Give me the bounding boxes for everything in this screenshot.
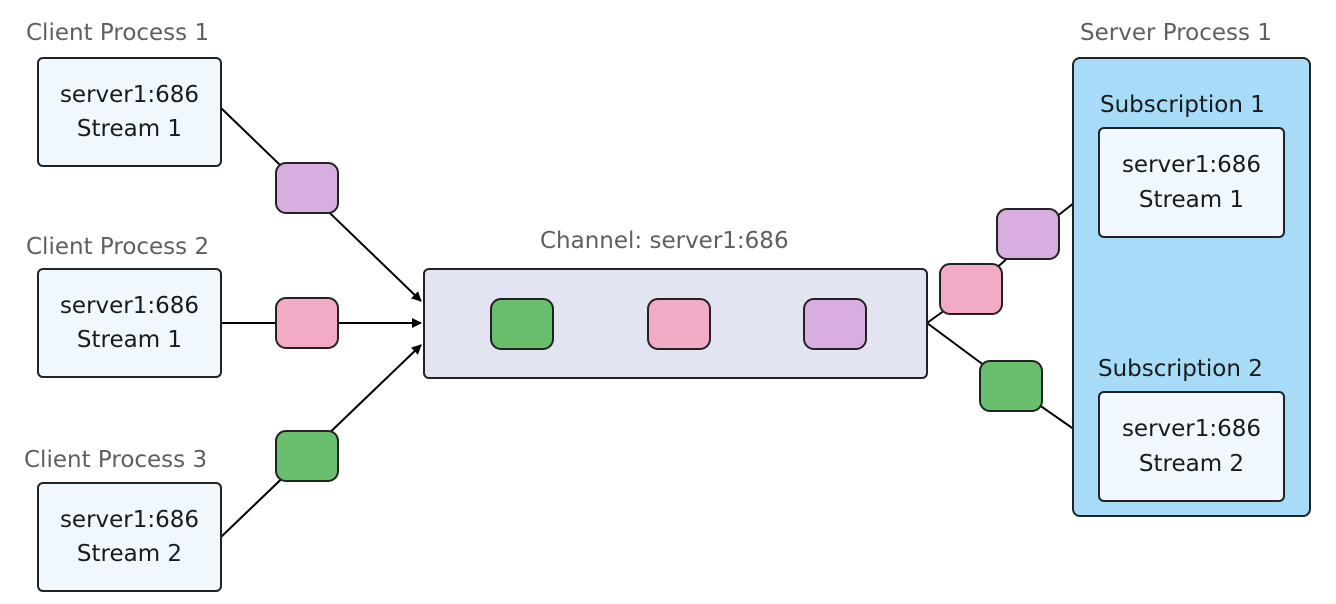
stream-name: Stream 1 [76, 116, 183, 142]
channel-message-2 [647, 298, 711, 350]
stream-name: Stream 2 [1138, 450, 1245, 477]
message-client-2 [275, 297, 339, 349]
stream-endpoint: server1:686 [1121, 416, 1262, 442]
stream-endpoint: server1:686 [59, 506, 200, 533]
channel-message-1 [490, 298, 554, 350]
channel-message-3 [803, 298, 867, 350]
stream-endpoint: server1:686 [59, 292, 200, 319]
stream-endpoint: server1:686 [1121, 152, 1262, 178]
outgoing-message-green [979, 360, 1043, 412]
subscription-2-stream-box: server1:686 Stream 2 [1098, 391, 1285, 502]
channel-title: Channel: server1:686 [540, 228, 789, 254]
message-client-3 [275, 430, 339, 482]
stream-name: Stream 1 [76, 327, 183, 353]
server-process-title: Server Process 1 [1080, 20, 1272, 46]
client-process-1-title: Client Process 1 [26, 20, 210, 46]
outgoing-message-pink [939, 263, 1003, 315]
client-process-1-stream-box: server1:686 Stream 1 [37, 57, 222, 167]
stream-endpoint: server1:686 [59, 81, 200, 108]
client-process-3-title: Client Process 3 [24, 447, 208, 473]
subscription-1-stream-box: server1:686 Stream 1 [1098, 127, 1285, 238]
stream-name: Stream 2 [76, 541, 183, 567]
message-client-1 [275, 162, 339, 214]
subscription-1-title: Subscription 1 [1100, 92, 1265, 118]
stream-name: Stream 1 [1138, 186, 1245, 213]
subscription-2-title: Subscription 2 [1098, 356, 1263, 382]
outgoing-message-purple [996, 208, 1060, 260]
client-process-2-title: Client Process 2 [26, 234, 210, 260]
client-process-3-stream-box: server1:686 Stream 2 [37, 482, 222, 592]
client-process-2-stream-box: server1:686 Stream 1 [37, 268, 222, 378]
